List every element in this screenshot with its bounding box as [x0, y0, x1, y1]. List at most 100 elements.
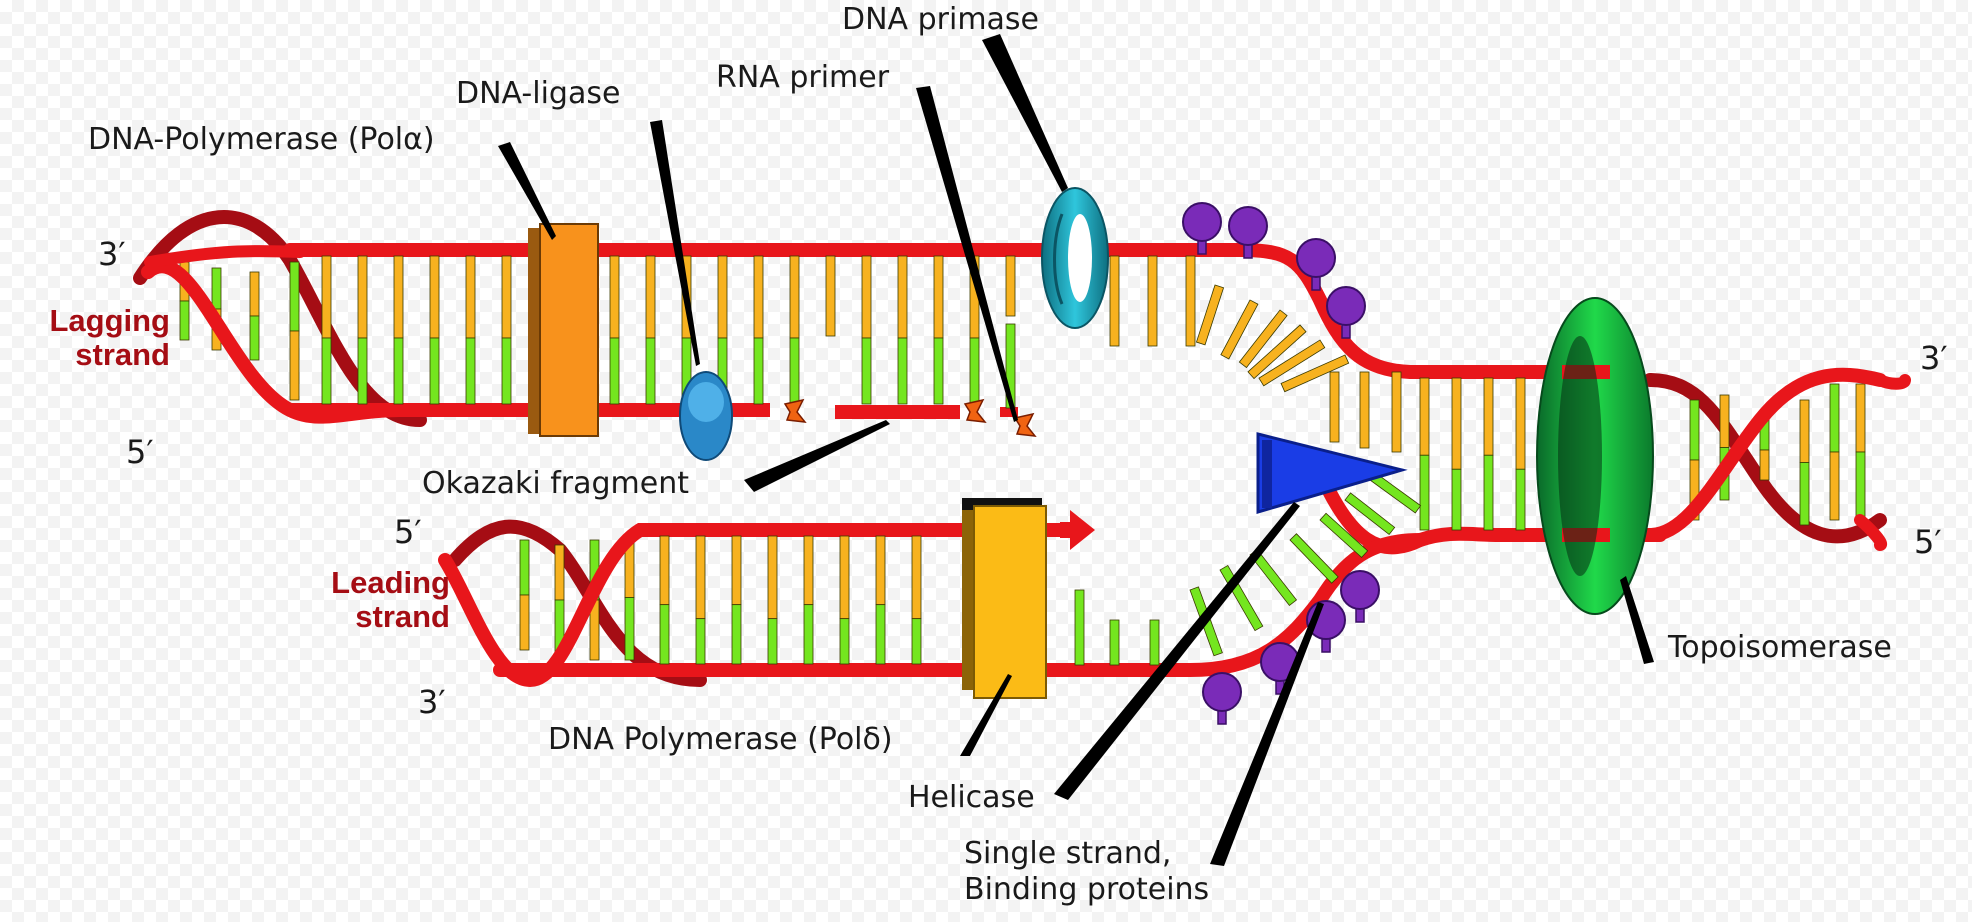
rna-primer-3: [1013, 412, 1037, 437]
base-pair-bottom: [645, 337, 656, 405]
base-pair-top: [289, 261, 300, 332]
base-pair-top: [1719, 394, 1730, 448]
lagging-strand-line1: Lagging: [49, 303, 170, 338]
fork-base: [1220, 299, 1259, 360]
lagging-strand-line2: strand: [75, 337, 170, 373]
base-pair-top: [803, 535, 814, 606]
base-pair-top: [897, 255, 908, 339]
leading-helix-front: [438, 523, 1067, 688]
base-pair-bottom: [767, 618, 778, 665]
leading-base-pairs: [659, 535, 922, 665]
right-helix-front-2: [1874, 374, 1911, 390]
base-pair-bottom: [803, 604, 814, 665]
ssb-protein: [1326, 286, 1366, 339]
fork-base: [1359, 371, 1370, 449]
pointer-polymerase-alpha: [498, 142, 556, 240]
base-pair-top: [1419, 377, 1430, 456]
fork-base: [1369, 472, 1422, 514]
parent-duplex: [1313, 365, 1911, 555]
end-leading-bottom: 3′: [418, 683, 446, 721]
rna-primer-1: [783, 398, 807, 423]
pointer-topoisomerase: [1620, 576, 1654, 664]
dna-polymerase-delta: [962, 498, 1047, 699]
label-pointers: [498, 34, 1654, 866]
base-pair-bottom: [861, 337, 872, 405]
base-pair-top: [1799, 399, 1810, 463]
leading-direction-arrow: [1060, 510, 1095, 550]
dna-ligase: [679, 371, 733, 461]
label-okazaki-fragment: Okazaki fragment: [422, 466, 689, 501]
base-pair-bottom: [1689, 459, 1700, 521]
base-pair-top: [753, 255, 764, 339]
base-pair-bottom: [429, 337, 440, 405]
label-rna-primer: RNA primer: [716, 60, 890, 95]
pointer-rna-primer: [916, 86, 1018, 422]
base-pair-top: [731, 535, 742, 606]
base-pair-top: [357, 255, 368, 339]
leading-duplex: [438, 472, 1427, 688]
fork-base: [1289, 533, 1339, 584]
single-strand-binding-proteins: [1182, 202, 1380, 725]
base-pair-top: [1109, 255, 1120, 347]
base-pair-top: [875, 535, 886, 606]
pointer-helicase: [1054, 502, 1300, 800]
fork-base: [1074, 589, 1085, 666]
fork-base: [1258, 339, 1326, 387]
ssb-protein: [1340, 570, 1380, 623]
label-dna-primase: DNA primase: [842, 2, 1040, 37]
base-pair-top: [1515, 377, 1526, 470]
base-pair-bottom: [393, 337, 404, 405]
label-ssb-line1: Single strand,: [964, 836, 1172, 871]
base-pair-top: [695, 535, 706, 620]
fork-base: [1319, 512, 1369, 559]
pointer-dna-primase: [982, 34, 1068, 192]
base-pair-bottom: [695, 618, 706, 665]
leading-strand-label: Leading strand: [300, 565, 450, 634]
fork-base: [1109, 619, 1120, 666]
dna-primase: [1041, 187, 1109, 329]
base-pair-top: [659, 535, 670, 606]
end-right-bottom: 5′: [1914, 523, 1942, 561]
pointer-okazaki: [744, 420, 890, 492]
label-helicase: Helicase: [908, 780, 1035, 815]
lagging-helix-front-2: [144, 245, 306, 268]
label-ssb-line2: Binding proteins: [964, 872, 1210, 907]
base-pair-bottom: [839, 618, 850, 665]
fork-base: [1247, 324, 1307, 380]
fork-base: [1344, 492, 1396, 536]
label-topoisomerase: Topoisomerase: [1668, 630, 1892, 665]
lagging-helix-bases: [179, 261, 300, 401]
ssb-protein: [1228, 206, 1268, 259]
ssb-protein: [1202, 672, 1242, 725]
base-pair-top: [429, 255, 440, 339]
ssb-protein: [1296, 238, 1336, 291]
lagging-base-pairs: [321, 255, 1196, 409]
base-pair-bottom: [289, 330, 300, 401]
fork-upper-bases: [1195, 284, 1402, 453]
base-pair-bottom: [897, 337, 908, 405]
base-pair-bottom: [1829, 451, 1840, 521]
base-pair-bottom: [731, 604, 742, 665]
base-pair-top: [1855, 383, 1866, 453]
base-pair-top: [519, 539, 530, 596]
fork-base: [1329, 371, 1340, 443]
fork-base: [1195, 284, 1225, 346]
base-pair-bottom: [1799, 462, 1810, 526]
base-pair-top: [861, 255, 872, 339]
base-pair-top: [465, 255, 476, 339]
base-pair-bottom: [519, 594, 530, 651]
base-pair-bottom: [659, 604, 670, 665]
label-dna-ligase: DNA-ligase: [456, 76, 621, 111]
dna-polymerase-alpha: [528, 223, 599, 437]
base-pair-bottom: [321, 337, 332, 405]
base-pair-top: [211, 267, 222, 310]
base-pair-top: [1483, 377, 1494, 456]
fork-base: [1391, 371, 1402, 453]
leading-new-backbone: [493, 533, 1427, 677]
pointer-polymerase-delta: [960, 674, 1012, 756]
right-helix-front-3: [1854, 514, 1888, 551]
leading-strand-line1: Leading: [331, 565, 450, 600]
base-pair-top: [1185, 255, 1196, 347]
base-pair-top: [1005, 255, 1016, 317]
ssb-protein: [1182, 202, 1222, 255]
